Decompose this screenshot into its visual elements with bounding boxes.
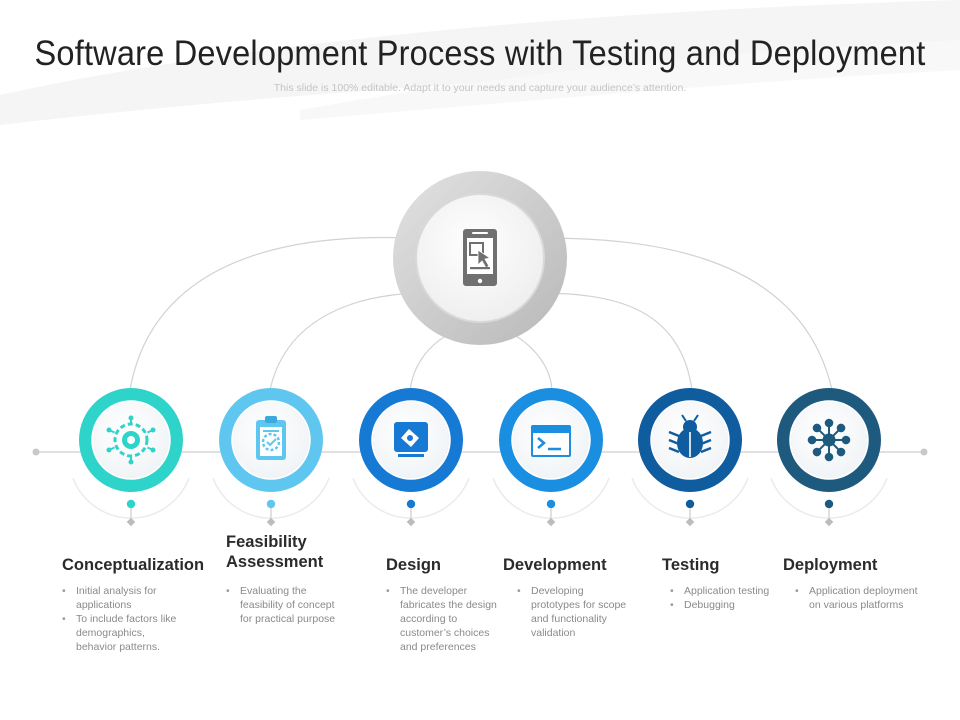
step-title-1: Conceptualization [62,556,205,574]
mobile-cursor-icon [463,229,497,286]
step-bullets-1: Initial analysis for applicationsTo incl… [62,584,180,654]
step-bullet: Application deployment on various platfo… [795,584,920,612]
page-subtitle: This slide is 100% editable. Adapt it to… [273,82,687,94]
design-tools-icon [394,422,428,457]
node-indicator-dot [546,499,556,509]
node-diamond [406,517,416,527]
step-title-6: Deployment [783,556,878,574]
steps-layer [72,388,888,527]
step-bullets-3: The developer fabricates the design acco… [386,584,504,654]
step-bullet: Evaluating the feasibility of concept fo… [226,584,344,626]
header-swoosh [0,0,960,125]
step-bullet: Debugging [670,598,788,612]
node-diamond [685,517,695,527]
step-node-3 [352,388,470,527]
terminal-window-icon [531,425,571,457]
page-title: Software Development Process with Testin… [34,34,926,73]
step-bullets-6: Application deployment on various platfo… [795,584,920,612]
bug-icon [668,414,712,458]
center-hub [393,171,567,345]
node-diamond [546,517,556,527]
step-node-4 [492,388,610,527]
step-node-5 [631,388,749,527]
step-bullets-2: Evaluating the feasibility of concept fo… [226,584,344,626]
step-bullet: Developing prototypes for scope and func… [517,584,635,640]
node-diamond [266,517,276,527]
node-indicator-dot [126,499,136,509]
step-bullet: The developer fabricates the design acco… [386,584,504,654]
node-indicator-dot [685,499,695,509]
step-title-2: Feasibility Assessment [226,533,324,571]
step-bullet: To include factors like demographics, be… [62,612,180,654]
node-indicator-dot [406,499,416,509]
step-bullets-5: Application testingDebugging [670,584,788,612]
node-indicator-dot [824,499,834,509]
timeline-end-left [32,448,40,456]
node-indicator-dot [266,499,276,509]
step-bullet: Initial analysis for applications [62,584,180,612]
node-diamond [824,517,834,527]
network-nodes-icon [807,418,851,462]
step-node-1 [72,388,190,527]
step-node-2 [212,388,330,527]
step-title-5: Testing [662,556,720,574]
connector-arcs [129,236,833,391]
step-node-6 [770,388,888,527]
step-title-4: Development [503,556,607,574]
clipboard-check-icon [256,416,286,460]
brain-gear-icon [106,415,156,465]
step-bullet: Application testing [670,584,788,598]
step-bullets-4: Developing prototypes for scope and func… [517,584,635,640]
timeline-end-right [920,448,928,456]
step-title-3: Design [386,556,442,574]
node-diamond [126,517,136,527]
